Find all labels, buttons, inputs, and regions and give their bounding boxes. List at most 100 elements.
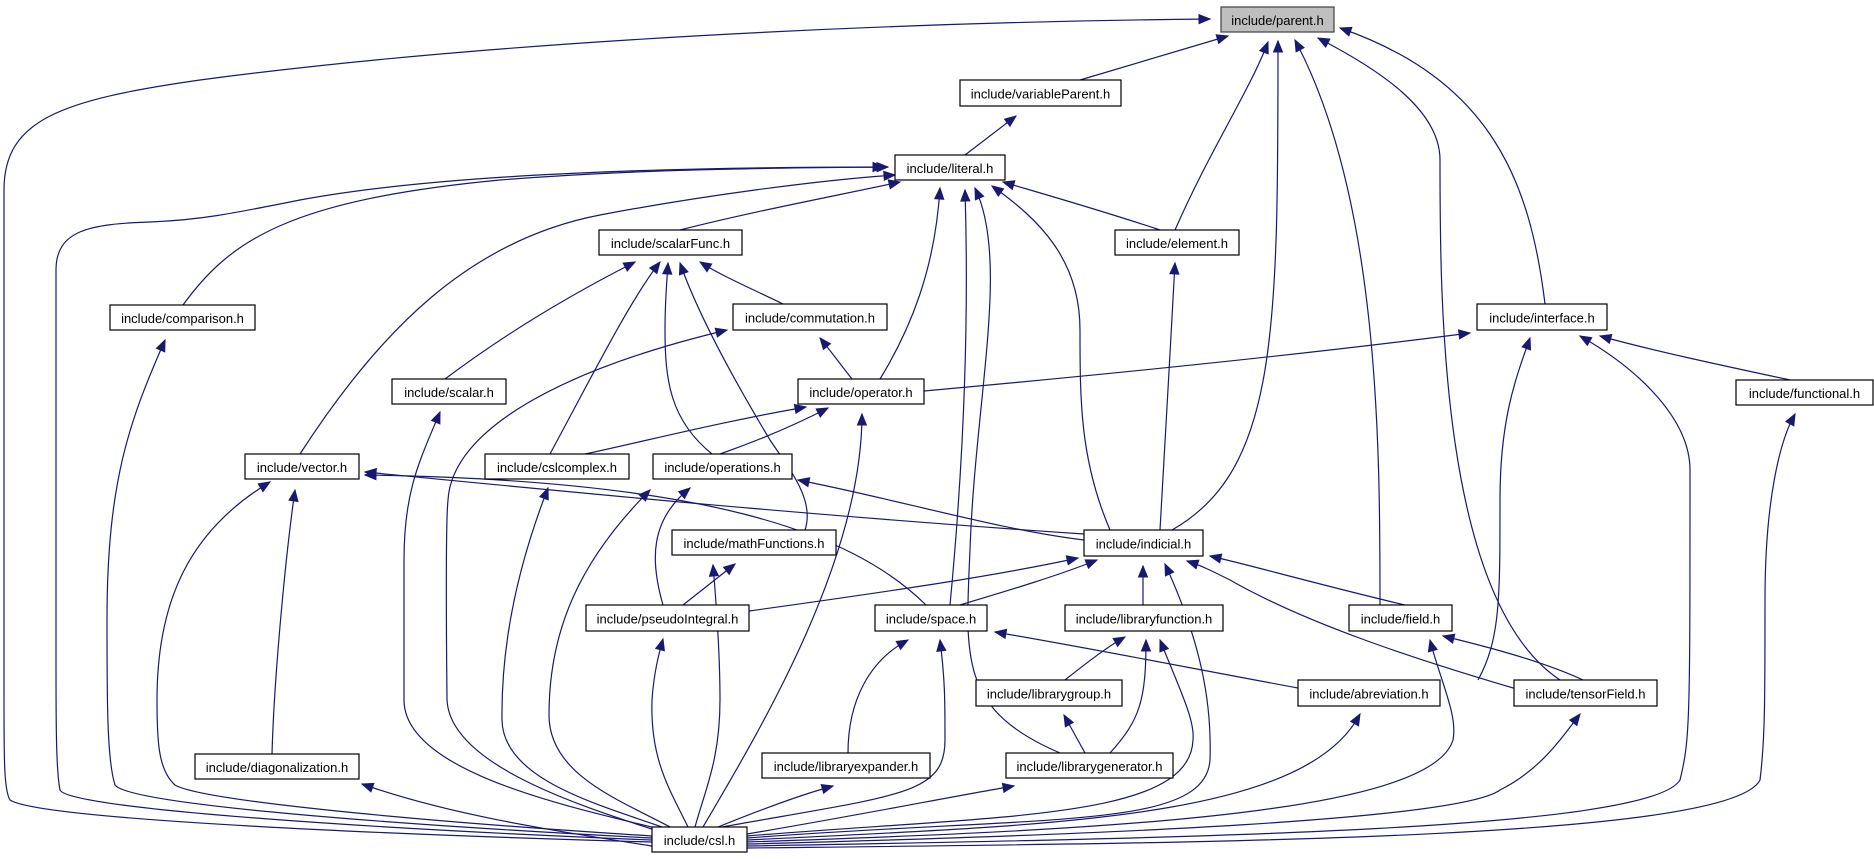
edge-line [702, 413, 863, 828]
node-box[interactable] [797, 378, 925, 405]
arrowhead-icon [698, 261, 713, 273]
node-box[interactable] [874, 604, 988, 632]
node-librarygroup[interactable]: include/librarygroup.h [975, 679, 1123, 707]
edge-line [994, 631, 1299, 689]
node-label: include/indicial.h [1096, 537, 1191, 552]
edge-line [584, 406, 807, 455]
edge-line [1002, 181, 1161, 231]
node-label: include/element.h [1126, 236, 1228, 251]
node-box[interactable] [484, 453, 630, 480]
edge-csl-to-diagonalization [360, 782, 653, 847]
node-box[interactable] [1064, 604, 1224, 632]
edge-abreviation-to-space [993, 628, 1299, 689]
edge-line [719, 407, 829, 455]
edge-line [403, 411, 661, 830]
edge-librarygenerator-to-librarygroup [1063, 713, 1086, 754]
node-indicial[interactable]: include/indicial.h [1083, 529, 1204, 557]
edge-line [721, 639, 946, 828]
arrowhead-icon [1169, 261, 1180, 275]
node-operator[interactable]: include/operator.h [797, 378, 925, 405]
arrowhead-icon [1137, 564, 1149, 578]
edge-mathFunctions-to-scalarFunc [678, 261, 808, 531]
node-box[interactable] [1513, 679, 1658, 707]
node-vector[interactable]: include/vector.h [244, 453, 360, 480]
node-variableParent[interactable]: include/variableParent.h [959, 79, 1122, 107]
edge-line [654, 487, 691, 606]
node-scalar[interactable]: include/scalar.h [391, 378, 507, 405]
node-box[interactable] [194, 753, 360, 780]
node-pseudoIntegral[interactable]: include/pseudoIntegral.h [585, 604, 750, 632]
edge-line [746, 335, 1691, 847]
node-box[interactable] [1083, 529, 1204, 557]
node-box[interactable] [959, 79, 1122, 107]
node-label: include/space.h [886, 612, 976, 627]
edge-line [694, 564, 721, 828]
node-mathFunctions[interactable]: include/mathFunctions.h [671, 529, 837, 556]
node-diagonalization[interactable]: include/diagonalization.h [194, 753, 360, 780]
node-label: include/interface.h [1489, 311, 1595, 326]
node-box[interactable] [1348, 604, 1453, 632]
edge-line [1174, 41, 1269, 231]
node-commutation[interactable]: include/commutation.h [732, 303, 888, 331]
node-parent: include/parent.h [1220, 6, 1335, 33]
node-box[interactable] [1476, 303, 1608, 331]
arrowhead-icon [363, 469, 377, 481]
arrowhead-icon [677, 487, 692, 500]
node-box[interactable] [1735, 379, 1874, 406]
node-box[interactable] [391, 378, 507, 405]
node-tensorField[interactable]: include/tensorField.h [1513, 679, 1658, 707]
arrowhead-icon [883, 170, 897, 182]
node-box[interactable] [598, 229, 743, 256]
edge-tensorField-to-indicial [1185, 559, 1521, 691]
node-box[interactable] [671, 529, 837, 556]
edge-line [679, 181, 901, 231]
node-box[interactable] [651, 826, 748, 853]
edge-literal-to-variableParent [964, 115, 1018, 156]
arrowhead-icon [796, 477, 811, 488]
node-box[interactable] [761, 752, 931, 779]
node-field[interactable]: include/field.h [1348, 604, 1453, 632]
node-csl[interactable]: include/csl.h [651, 826, 748, 853]
node-scalarFunc[interactable]: include/scalarFunc.h [598, 229, 743, 256]
node-comparison[interactable]: include/comparison.h [109, 304, 256, 331]
edge-line [746, 413, 1796, 849]
edge-line [748, 557, 1079, 612]
node-functional[interactable]: include/functional.h [1735, 379, 1874, 406]
node-literal[interactable]: include/literal.h [894, 154, 1006, 181]
edge-line [746, 713, 1581, 845]
node-box[interactable] [244, 453, 360, 480]
arrowhead-icon [155, 338, 166, 353]
edge-line [364, 471, 1085, 535]
node-element[interactable]: include/element.h [1114, 229, 1240, 256]
edge-csl-to-cslcomplex [501, 486, 666, 829]
node-label: include/field.h [1361, 612, 1441, 627]
node-interface[interactable]: include/interface.h [1476, 303, 1608, 331]
node-box[interactable] [1005, 752, 1174, 779]
edge-line [717, 785, 834, 828]
node-space[interactable]: include/space.h [874, 604, 988, 632]
node-cslcomplex[interactable]: include/cslcomplex.h [484, 453, 630, 480]
edge-vector-to-literal [299, 170, 897, 455]
edge-operator-to-commutation [819, 336, 853, 380]
node-libraryfunction[interactable]: include/libraryfunction.h [1064, 604, 1224, 632]
node-box[interactable] [732, 303, 888, 331]
arrowhead-icon [1316, 37, 1331, 48]
node-box[interactable] [894, 154, 1006, 181]
node-box[interactable] [1297, 679, 1441, 707]
node-operations[interactable]: include/operations.h [652, 453, 793, 480]
arrowhead-icon [1784, 412, 1796, 427]
node-box[interactable] [109, 304, 256, 331]
edge-line [548, 489, 673, 829]
node-box[interactable] [1114, 229, 1240, 256]
edges-layer [3, 13, 1796, 849]
arrowhead-icon [1258, 40, 1269, 55]
node-box[interactable] [652, 453, 793, 480]
edge-line [949, 189, 967, 606]
arrowhead-icon [887, 179, 902, 190]
node-box[interactable] [975, 679, 1123, 707]
node-box[interactable] [585, 604, 750, 632]
edge-line [1171, 40, 1279, 531]
node-libraryexpander[interactable]: include/libraryexpander.h [761, 752, 931, 779]
node-abreviation[interactable]: include/abreviation.h [1297, 679, 1441, 707]
node-librarygenerator[interactable]: include/librarygenerator.h [1005, 752, 1174, 779]
